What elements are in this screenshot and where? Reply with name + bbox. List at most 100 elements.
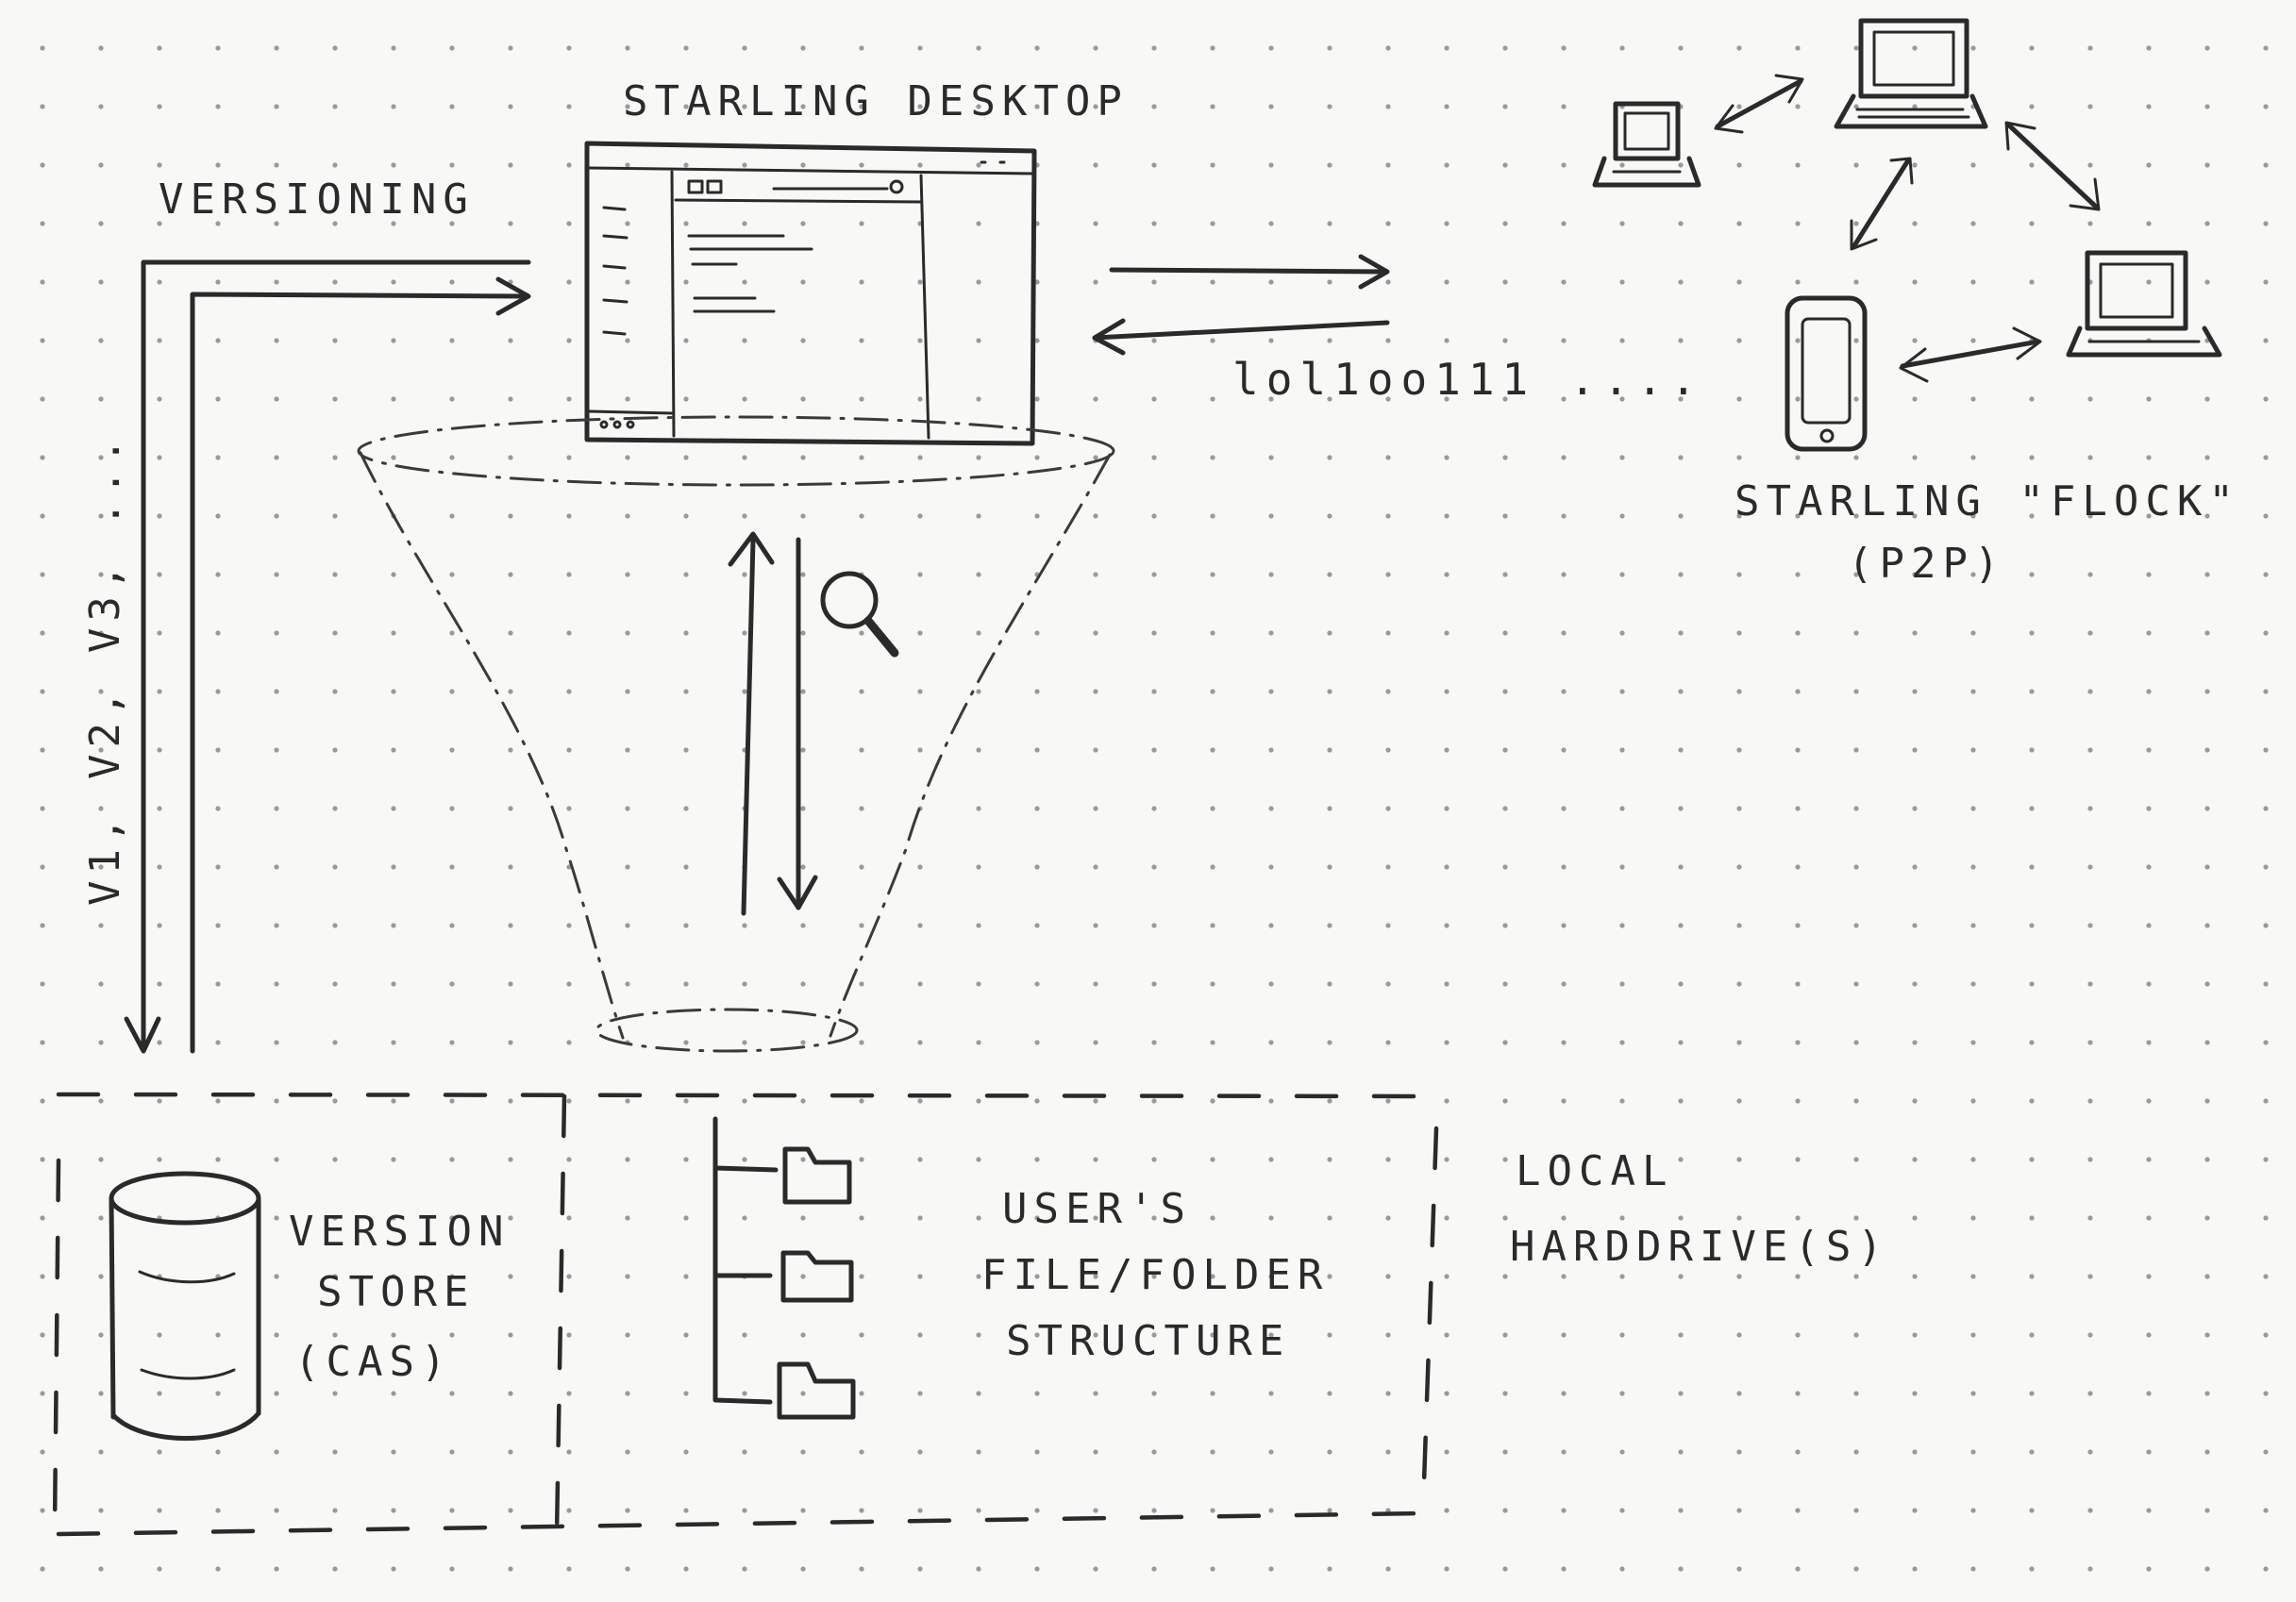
cylinder-band xyxy=(138,1270,236,1284)
flock-link-arrowhead xyxy=(1774,74,1804,104)
flock-link-arrowhead xyxy=(1850,219,1878,251)
laptop-screen xyxy=(1613,101,1681,161)
laptop-icon xyxy=(1834,18,1988,129)
phone-screen xyxy=(1801,317,1852,425)
smartphone-icon xyxy=(1785,295,1868,452)
cylinder-band xyxy=(140,1368,236,1380)
versioning-label: VERSIONING xyxy=(159,175,475,224)
outgoing-arrow-shaft xyxy=(1109,267,1388,275)
window-toolbar-button xyxy=(687,179,704,194)
boundary-right xyxy=(1420,1126,1439,1512)
search-funnel xyxy=(357,415,1115,1053)
flock-link-arrowhead xyxy=(2069,177,2101,211)
version-store-label-line3: (CAS) xyxy=(294,1338,452,1386)
tree-trunk xyxy=(712,1116,773,1405)
versioning-return-path xyxy=(190,292,528,1054)
network-exchange: lol1oo111 .... xyxy=(1092,254,1704,405)
funnel-right-edge xyxy=(829,453,1112,1038)
funnel-left-edge xyxy=(359,451,625,1040)
folder-shape xyxy=(780,1250,854,1303)
laptop-icon xyxy=(2066,250,2222,358)
laptop-screen xyxy=(2085,250,2188,331)
laptop-base xyxy=(1834,93,1988,129)
user-files-label-line1: USER'S xyxy=(1002,1185,1192,1233)
cylinder-left-side xyxy=(109,1197,116,1420)
window-sidebar-footer-line xyxy=(587,409,674,415)
window-footer-dot xyxy=(626,420,635,429)
flock-link xyxy=(2005,122,2100,210)
phone-body xyxy=(1785,295,1868,452)
up-arrow-shaft xyxy=(741,537,756,916)
boundary-divider xyxy=(554,1093,567,1537)
magnifier-icon xyxy=(820,571,899,658)
phone-home-button xyxy=(1819,428,1835,443)
magnifier-handle xyxy=(863,616,899,658)
window-footer-dot xyxy=(612,420,622,429)
p2p-flock: STARLING "FLOCK" (P2P) xyxy=(1592,18,2240,588)
version-store-label-line1: VERSION xyxy=(289,1208,510,1256)
window-titlebar-line xyxy=(587,166,1034,175)
window-search-glyph-icon xyxy=(889,179,904,194)
desktop-app-window: STARLING DESKTOP xyxy=(584,77,1129,446)
local-label-line1: LOCAL xyxy=(1516,1147,1673,1195)
flock-link-arrowhead xyxy=(2012,326,2042,360)
window-sidebar-items xyxy=(602,206,628,336)
boundary-bottom xyxy=(56,1510,1424,1537)
cylinder-database-icon xyxy=(109,1171,261,1441)
cylinder-bottom xyxy=(110,1410,261,1441)
laptop-screen-inner xyxy=(1872,30,1955,87)
flock-link xyxy=(1900,339,2041,369)
laptop-screen-inner xyxy=(2099,262,2174,319)
local-harddrive-boundary: LOCAL HARDDRIVE(S) xyxy=(52,1092,1889,1537)
window-right-pane-divider xyxy=(919,174,930,440)
versioning-outgoing-path xyxy=(141,259,531,1052)
laptop-keys xyxy=(1855,108,1970,119)
user-files-label-line2: FILE/FOLDER xyxy=(981,1251,1329,1299)
funnel-bottom-ellipse xyxy=(595,1008,859,1053)
file-tree xyxy=(712,1116,856,1420)
laptop-screen-inner xyxy=(1623,111,1670,151)
incoming-arrowhead xyxy=(1092,318,1126,356)
incoming-arrow-shaft xyxy=(1092,320,1390,341)
flock-subtitle-label: (P2P) xyxy=(1848,540,2005,588)
laptop-base xyxy=(2066,325,2222,358)
window-sidebar-divider xyxy=(670,170,676,438)
flock-link-arrowhead xyxy=(1889,157,1914,185)
flock-title-label: STARLING "FLOCK" xyxy=(1735,477,2240,526)
user-files-label-line3: STRUCTURE xyxy=(1006,1317,1290,1365)
bitstream-label: lol1oo111 .... xyxy=(1232,354,1704,405)
version-store-label-line2: STORE xyxy=(317,1268,475,1316)
magnifier-lens xyxy=(820,571,879,629)
tree-branch xyxy=(712,1165,779,1173)
folder-icon xyxy=(777,1361,856,1420)
down-arrow-head xyxy=(777,875,818,910)
boundary-left xyxy=(52,1158,61,1531)
cylinder-top xyxy=(109,1171,261,1226)
window-content-lines xyxy=(687,234,813,313)
flock-link xyxy=(1851,158,1911,250)
flock-link-arrowhead xyxy=(1714,104,1744,134)
folder-icon xyxy=(782,1146,852,1205)
folder-icon xyxy=(780,1250,854,1303)
laptop-base xyxy=(1592,156,1701,188)
flock-link-arrowhead xyxy=(2004,121,2036,151)
folder-shape xyxy=(782,1146,852,1205)
up-arrow-head xyxy=(728,531,775,567)
window-toolbar-button xyxy=(706,179,723,194)
outgoing-arrowhead xyxy=(1358,254,1390,290)
versioning-down-arrowhead xyxy=(124,1016,161,1054)
versions-list-label: V1, V2, V3, ... xyxy=(81,432,129,906)
flock-link xyxy=(1715,78,1803,129)
window-footer-dot xyxy=(599,420,609,429)
desktop-title-label: STARLING DESKTOP xyxy=(623,77,1129,125)
funnel-top-ellipse xyxy=(357,415,1115,487)
versioning-loop: VERSIONING V1, V2, V3, ... xyxy=(81,175,531,1054)
local-label-line2: HARDDRIVE(S) xyxy=(1510,1223,1889,1271)
versioning-right-arrowhead xyxy=(495,276,531,316)
window-toolbar-line xyxy=(674,198,923,204)
laptop-screen xyxy=(1858,18,1969,99)
flock-link-arrowhead xyxy=(1899,347,1929,383)
search-io-arrows xyxy=(728,531,818,916)
